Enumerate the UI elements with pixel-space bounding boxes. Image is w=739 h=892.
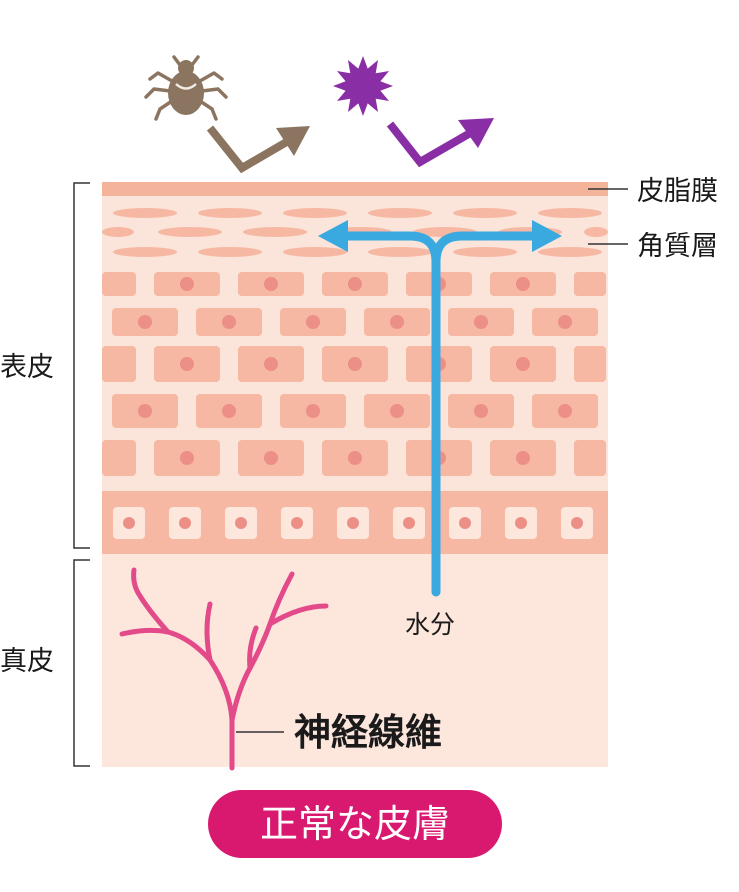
title-text: 正常な皮膚 [260,802,450,846]
basal-nucleus [347,517,359,529]
cell-nucleus [348,277,362,291]
cell-nucleus [348,357,362,371]
cell-nucleus [558,404,572,418]
cell-nucleus [264,451,278,465]
mite-icon [144,55,228,121]
dermis-layer [102,554,608,767]
cell-nucleus [264,357,278,371]
cell-nucleus [516,451,530,465]
basal-nucleus [123,517,135,529]
cell-nucleus [390,404,404,418]
epidermal-cell [574,346,606,382]
cell-nucleus [474,315,488,329]
epidermal-cell [574,272,606,296]
epidermal-cells [102,272,606,476]
label-stratum-corneum: 角質層 [637,231,718,262]
nerve-fiber [119,567,329,771]
cell-nucleus [222,404,236,418]
cell-nucleus [516,357,530,371]
cell-nucleus [222,315,236,329]
water-arrow [335,231,537,597]
basal-layer [102,491,608,554]
cell-nucleus [306,315,320,329]
allergen-icon [333,56,393,116]
water-arrow-left-head [318,220,348,252]
epidermal-cell [102,440,136,476]
cell-nucleus [306,404,320,418]
label-nerve-fiber: 神経線維 [294,711,442,754]
cell-nucleus [138,404,152,418]
cell-nucleus [180,451,194,465]
label-water: 水分 [405,610,455,639]
cell-nucleus [180,277,194,291]
title-pill [208,790,502,858]
basal-nucleus [571,517,583,529]
cell-nucleus [180,357,194,371]
label-dermis: 真皮 [0,646,54,677]
basal-nucleus [235,517,247,529]
epidermal-cell [574,440,606,476]
cell-nucleus [558,315,572,329]
epidermis-bracket [73,182,90,549]
epidermal-cell [102,272,136,296]
label-epidermis: 表皮 [0,352,54,383]
basal-nucleus [515,517,527,529]
cell-nucleus [516,277,530,291]
cell-nucleus [390,315,404,329]
epidermal-cell [102,346,136,382]
sebum-membrane-layer [102,182,608,196]
basal-nucleus [403,517,415,529]
cell-nucleus [348,451,362,465]
water-arrow-right-head [532,220,562,252]
basal-nucleus [291,517,303,529]
cell-nucleus [138,315,152,329]
cell-nucleus [264,277,278,291]
dermis-bracket [73,559,90,767]
basal-nucleus [179,517,191,529]
allergen-arrow [386,118,494,168]
mite-arrow [206,125,310,174]
label-sebum-membrane: 皮脂膜 [637,176,718,207]
cell-nucleus [474,404,488,418]
basal-nucleus [459,517,471,529]
